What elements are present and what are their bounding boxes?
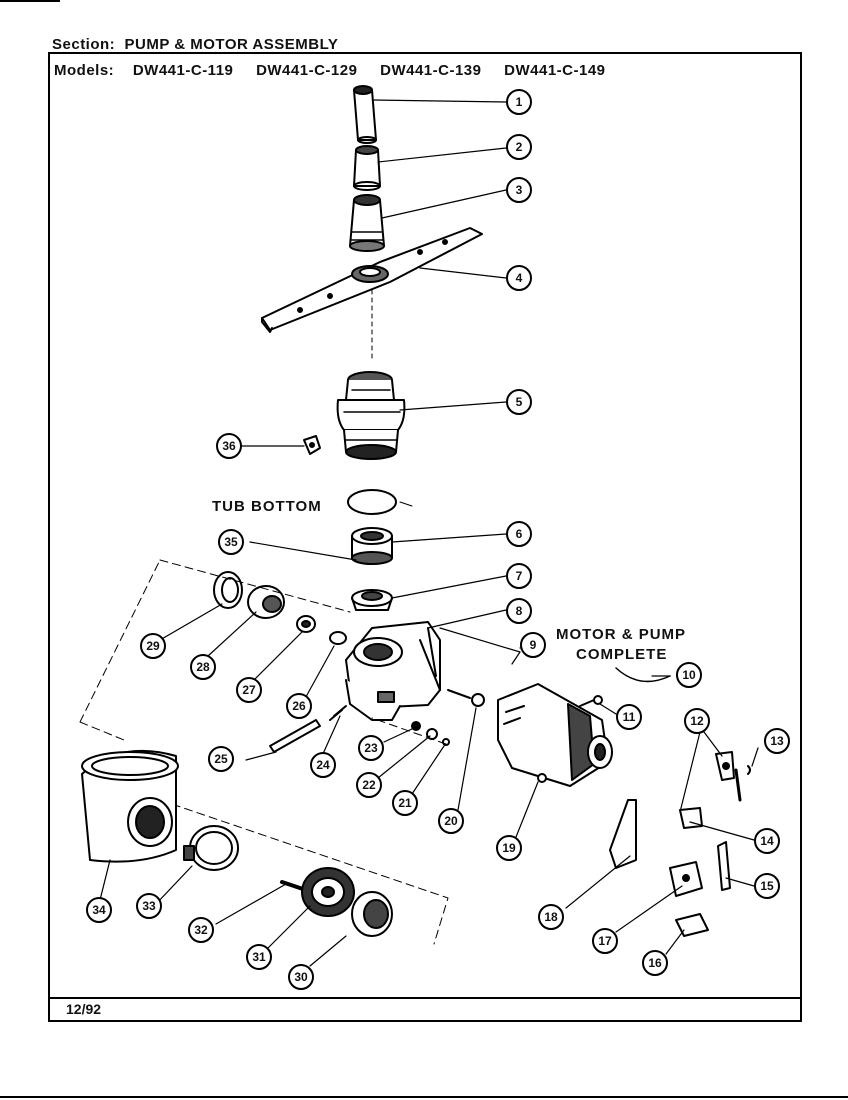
diagram-frame — [48, 52, 802, 1022]
models-heading: Models: DW441-C-119 DW441-C-129 DW441-C-… — [54, 62, 624, 79]
callout-8: 8 — [506, 598, 532, 624]
section-label: Section: — [52, 36, 116, 53]
callout-4: 4 — [506, 265, 532, 291]
callout-13: 13 — [764, 728, 790, 754]
part-1-tube — [353, 85, 377, 144]
callout-30: 30 — [288, 964, 314, 990]
callout-25: 25 — [208, 746, 234, 772]
callout-17: 17 — [592, 928, 618, 954]
part-6-collar — [351, 527, 393, 565]
callout-33: 33 — [136, 893, 162, 919]
part-8-pump-body — [345, 621, 441, 721]
tub-gasket-ring — [347, 489, 413, 515]
section-title: PUMP & MOTOR ASSEMBLY — [124, 36, 339, 53]
part-33-clamp — [183, 825, 239, 871]
callout-7: 7 — [506, 563, 532, 589]
callout-3: 3 — [506, 177, 532, 203]
callout-36: 36 — [216, 433, 242, 459]
bottom-rule — [0, 1096, 848, 1098]
callout-31: 31 — [246, 944, 272, 970]
callout-35: 35 — [218, 529, 244, 555]
part-36-clip — [303, 435, 321, 455]
part-5-pump-top — [336, 371, 406, 460]
part-31-wheel — [301, 867, 355, 917]
model-number: DW441-C-139 — [380, 62, 482, 79]
model-number: DW441-C-129 — [256, 62, 358, 79]
callout-11: 11 — [616, 704, 642, 730]
callout-1: 1 — [506, 89, 532, 115]
callout-26: 26 — [286, 693, 312, 719]
motor-pump-label: MOTOR & PUMP — [556, 626, 687, 643]
part-29-ring — [213, 571, 243, 609]
callout-5: 5 — [506, 389, 532, 415]
callout-9: 9 — [520, 632, 546, 658]
model-number: DW441-C-149 — [504, 62, 606, 79]
callout-18: 18 — [538, 904, 564, 930]
section-heading: Section: PUMP & MOTOR ASSEMBLY — [52, 36, 338, 53]
callout-20: 20 — [438, 808, 464, 834]
callout-6: 6 — [506, 521, 532, 547]
callout-22: 22 — [356, 772, 382, 798]
callout-24: 24 — [310, 752, 336, 778]
part-7-seal — [351, 589, 393, 611]
part-34-housing — [81, 749, 179, 863]
callout-2: 2 — [506, 134, 532, 160]
callout-32: 32 — [188, 917, 214, 943]
callout-34: 34 — [86, 897, 112, 923]
motor — [497, 683, 613, 787]
callout-21: 21 — [392, 790, 418, 816]
part-28-impeller — [247, 585, 285, 619]
callout-29: 29 — [140, 633, 166, 659]
callout-28: 28 — [190, 654, 216, 680]
part-4-spray-arm — [261, 227, 483, 333]
part-3-nut — [349, 194, 385, 252]
model-number: DW441-C-119 — [132, 62, 234, 79]
revision-date: 12/92 — [66, 1001, 102, 1017]
motor-pump-complete-label: COMPLETE — [576, 646, 668, 663]
callout-23: 23 — [358, 735, 384, 761]
callout-27: 27 — [236, 677, 262, 703]
part-30-cover — [351, 891, 393, 937]
callout-14: 14 — [754, 828, 780, 854]
callout-15: 15 — [754, 873, 780, 899]
footer-divider — [48, 997, 802, 999]
callout-16: 16 — [642, 950, 668, 976]
tub-bottom-label: TUB BOTTOM — [212, 498, 322, 515]
top-rule — [0, 0, 60, 2]
callout-19: 19 — [496, 835, 522, 861]
callout-12: 12 — [684, 708, 710, 734]
models-label: Models: — [54, 62, 115, 79]
part-12-bracket — [715, 751, 735, 781]
callout-10: 10 — [676, 662, 702, 688]
part-2-sleeve — [353, 145, 381, 191]
